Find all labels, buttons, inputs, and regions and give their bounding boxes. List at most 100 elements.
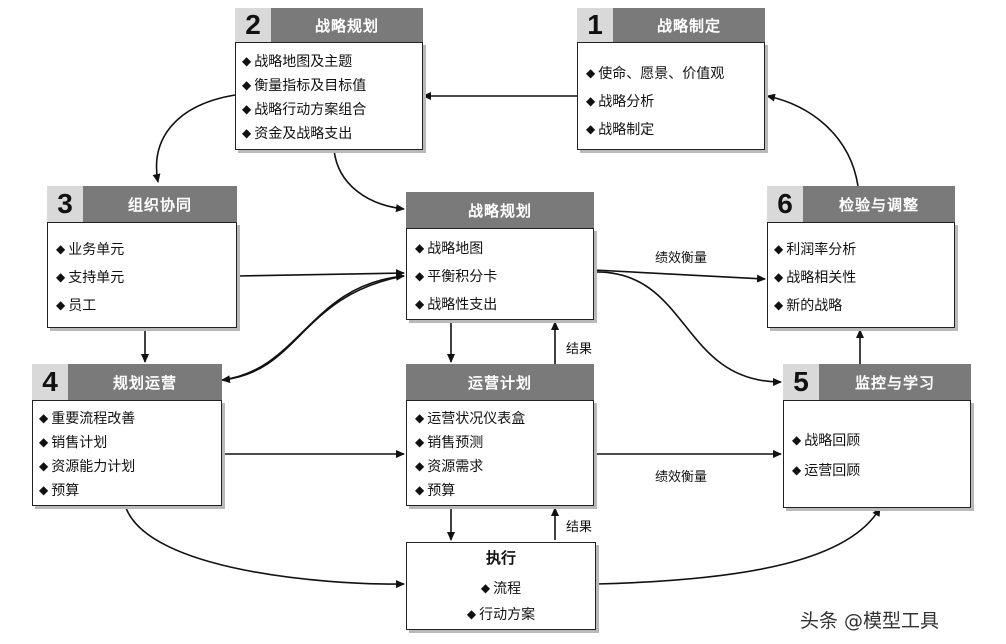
item-label: 支持单元 bbox=[68, 270, 125, 286]
bullet-icon: ◆ bbox=[242, 54, 252, 68]
list-item: ◆运营状况仪表盒 bbox=[415, 406, 593, 430]
arrow-center-to-5 bbox=[593, 271, 782, 386]
step-number: 5 bbox=[783, 364, 819, 400]
item-label: 利润率分析 bbox=[786, 242, 857, 258]
item-label: 资金及战略支出 bbox=[254, 126, 353, 142]
arrow-2-to-center bbox=[333, 149, 405, 213]
step-number: 2 bbox=[235, 8, 271, 42]
bullet-icon: ◆ bbox=[480, 581, 491, 595]
bullet-icon: ◆ bbox=[415, 269, 425, 283]
monitor-learn-box: ◆战略回顾 ◆运营回顾 bbox=[783, 400, 971, 508]
item-label: 运营状况仪表盒 bbox=[427, 411, 526, 427]
list-item: ◆战略地图及主题 bbox=[242, 49, 422, 73]
item-label: 战略回顾 bbox=[804, 433, 861, 449]
plan-operations-header: 4 规划运营 bbox=[32, 364, 222, 400]
step-number: 6 bbox=[767, 186, 803, 222]
list-item: ◆销售预测 bbox=[415, 430, 593, 454]
operating-plan-header: 运营计划 bbox=[406, 364, 594, 400]
test-adapt-header: 6 检验与调整 bbox=[767, 186, 955, 222]
list-item: ◆平衡积分卡 bbox=[415, 262, 593, 290]
item-label: 战略性支出 bbox=[427, 297, 498, 313]
list-item: ◆战略行动方案组合 bbox=[242, 97, 422, 121]
list-item: ◆使命、愿景、价值观 bbox=[586, 59, 764, 87]
watermark: 头条 @模型工具 bbox=[800, 610, 940, 632]
step-number: 4 bbox=[32, 364, 68, 400]
edge-label-result: 结果 bbox=[566, 520, 593, 535]
edge-label-performance: 绩效衡量 bbox=[655, 470, 708, 485]
item-label: 业务单元 bbox=[68, 242, 125, 258]
strategy-planning-header: 2 战略规划 bbox=[235, 8, 423, 42]
box-title: 监控与学习 bbox=[854, 373, 935, 392]
bullet-icon: ◆ bbox=[792, 433, 802, 447]
list-item: ◆销售计划 bbox=[39, 430, 221, 454]
box-title: 战略制定 bbox=[656, 16, 721, 35]
item-label: 销售计划 bbox=[51, 435, 108, 451]
bullet-icon: ◆ bbox=[56, 298, 66, 312]
list-item: ◆战略相关性 bbox=[774, 263, 954, 291]
bullet-icon: ◆ bbox=[39, 459, 49, 473]
list-item: ◆利润率分析 bbox=[774, 235, 954, 263]
list-item: ◆战略分析 bbox=[586, 87, 764, 115]
bullet-icon: ◆ bbox=[415, 459, 425, 473]
item-label: 平衡积分卡 bbox=[427, 269, 498, 285]
arrow-3-to-center bbox=[236, 269, 405, 278]
org-alignment-box: ◆业务单元 ◆支持单元 ◆员工 bbox=[47, 222, 237, 328]
item-label: 预算 bbox=[51, 483, 80, 499]
list-item: ◆资源需求 bbox=[415, 454, 593, 478]
edge-label-result: 结果 bbox=[566, 342, 593, 357]
bullet-icon: ◆ bbox=[586, 94, 596, 108]
list-item: ◆预算 bbox=[415, 478, 593, 502]
bullet-icon: ◆ bbox=[242, 102, 252, 116]
list-item: ◆运营回顾 bbox=[792, 455, 970, 485]
list-item: ◆支持单元 bbox=[56, 263, 236, 291]
arrow-2-to-3 bbox=[152, 94, 236, 183]
bullet-icon: ◆ bbox=[39, 411, 49, 425]
list-item: ◆新的战略 bbox=[774, 291, 954, 319]
list-item: ◆流程 bbox=[407, 575, 595, 601]
bullet-icon: ◆ bbox=[242, 126, 252, 140]
list-item: ◆资源能力计划 bbox=[39, 454, 221, 478]
item-label: 流程 bbox=[493, 581, 522, 597]
list-item: ◆战略性支出 bbox=[415, 290, 593, 318]
edge-label-performance: 绩效衡量 bbox=[655, 251, 708, 266]
item-label: 使命、愿景、价值观 bbox=[598, 66, 725, 82]
list-item: ◆重要流程改善 bbox=[39, 406, 221, 430]
list-item: ◆资金及战略支出 bbox=[242, 121, 422, 145]
monitor-learn-header: 5 监控与学习 bbox=[783, 364, 971, 400]
bullet-icon: ◆ bbox=[586, 122, 596, 136]
operating-plan-box: ◆运营状况仪表盒 ◆销售预测 ◆资源需求 ◆预算 bbox=[406, 400, 594, 506]
item-label: 战略行动方案组合 bbox=[254, 102, 367, 118]
list-item: ◆行动方案 bbox=[407, 601, 595, 627]
list-item: ◆战略地图 bbox=[415, 234, 593, 262]
bullet-icon: ◆ bbox=[39, 435, 49, 449]
box-title: 组织协同 bbox=[127, 195, 192, 214]
bullet-icon: ◆ bbox=[415, 483, 425, 497]
arrow-4-to-exec bbox=[125, 507, 405, 589]
center-strategy-header: 战略规划 bbox=[406, 192, 594, 228]
box-title: 战略规划 bbox=[314, 16, 379, 35]
item-label: 行动方案 bbox=[479, 607, 536, 623]
arrow-4-to-center bbox=[221, 272, 405, 381]
box-title: 规划运营 bbox=[112, 373, 177, 392]
box-title: 检验与调整 bbox=[838, 195, 919, 214]
item-label: 预算 bbox=[427, 483, 456, 499]
item-label: 新的战略 bbox=[786, 298, 843, 314]
bullet-icon: ◆ bbox=[774, 242, 784, 256]
item-label: 战略分析 bbox=[598, 94, 655, 110]
list-item: ◆战略制定 bbox=[586, 115, 764, 143]
bullet-icon: ◆ bbox=[586, 66, 596, 80]
arrow-center-to-4 bbox=[221, 275, 405, 384]
plan-operations-box: ◆重要流程改善 ◆销售计划 ◆资源能力计划 ◆预算 bbox=[32, 400, 222, 506]
list-item: ◆战略回顾 bbox=[792, 425, 970, 455]
center-strategy-box: ◆战略地图 ◆平衡积分卡 ◆战略性支出 bbox=[406, 228, 594, 320]
strategy-making-box: ◆使命、愿景、价值观 ◆战略分析 ◆战略制定 bbox=[577, 42, 765, 150]
step-number: 1 bbox=[577, 8, 613, 42]
bullet-icon: ◆ bbox=[39, 483, 49, 497]
step-number: 3 bbox=[47, 186, 83, 222]
bullet-icon: ◆ bbox=[242, 78, 252, 92]
arrow-center-to-6 bbox=[593, 269, 766, 283]
bullet-icon: ◆ bbox=[415, 297, 425, 311]
item-label: 重要流程改善 bbox=[51, 411, 136, 427]
strategy-making-header: 1 战略制定 bbox=[577, 8, 765, 42]
item-label: 战略地图 bbox=[427, 241, 484, 257]
